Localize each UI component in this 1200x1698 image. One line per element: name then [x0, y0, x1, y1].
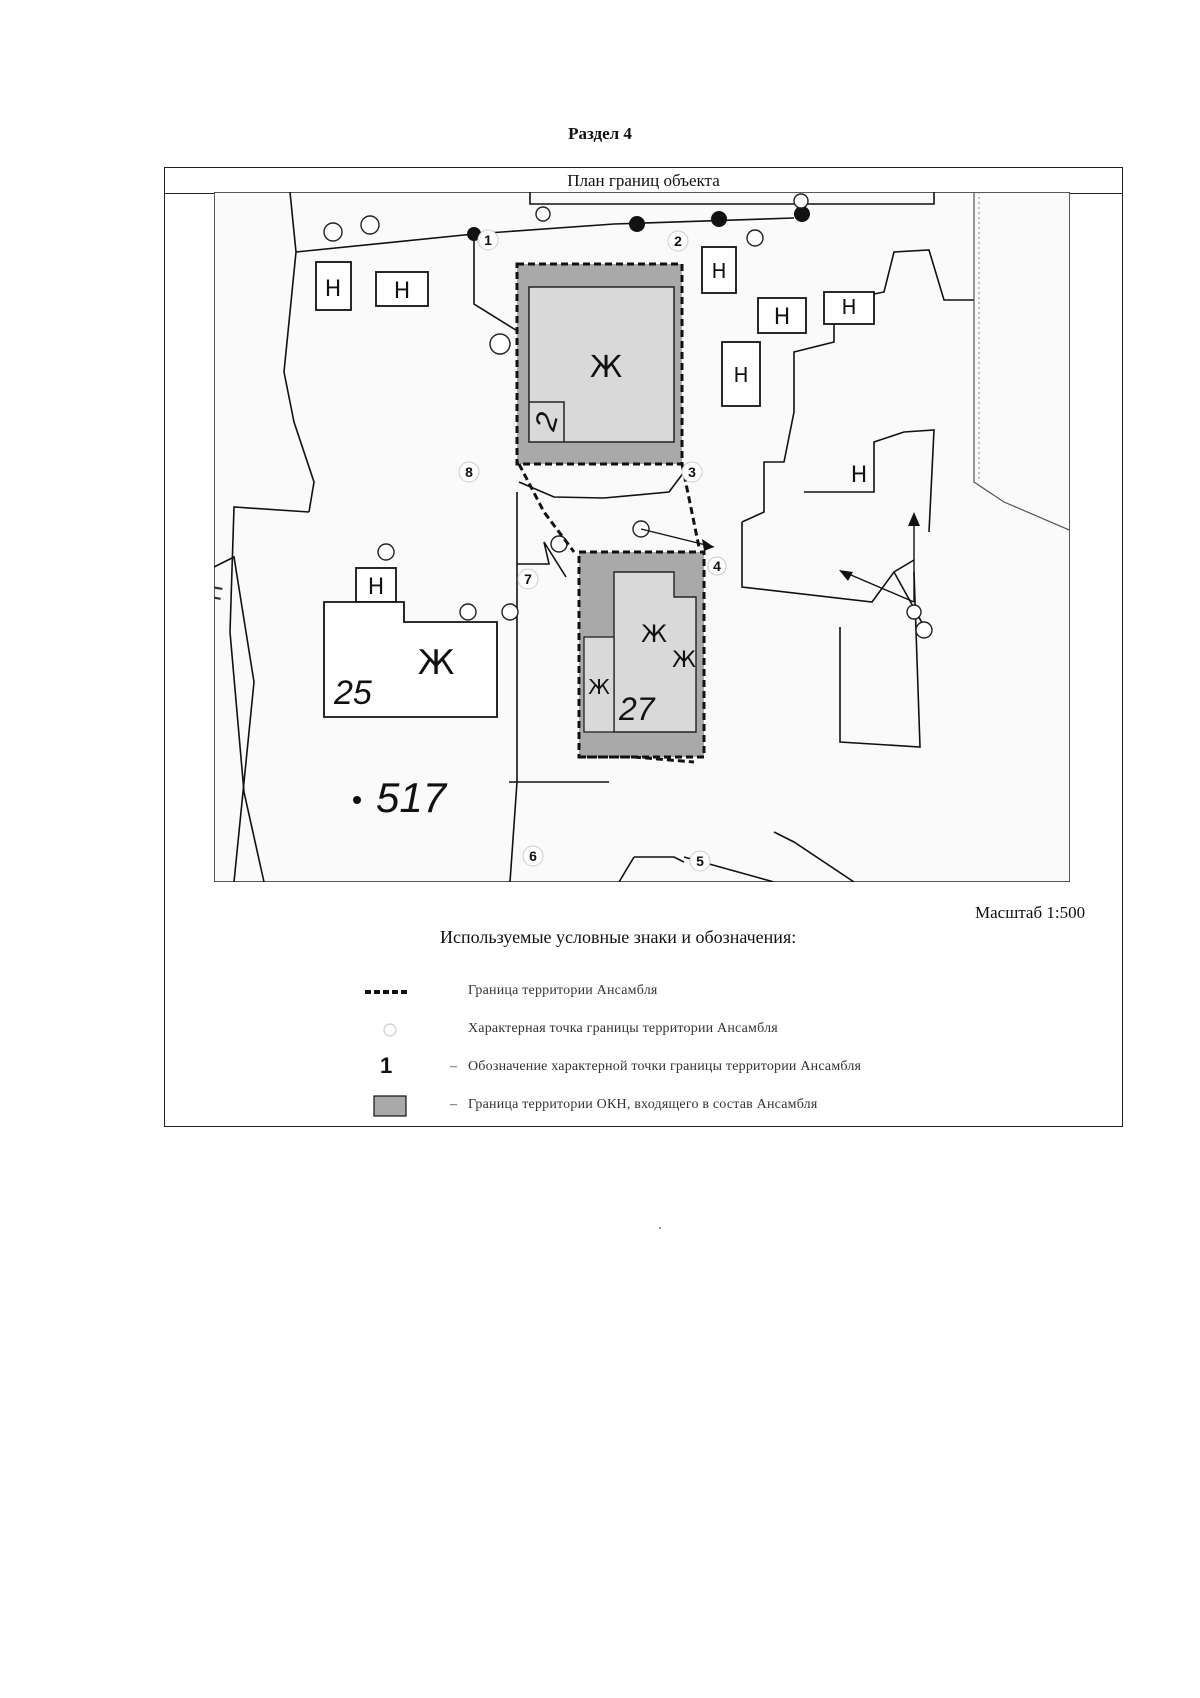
point-8: 8: [465, 464, 473, 480]
point-number-sample: 1: [380, 1053, 393, 1078]
label-n-4: Н: [774, 305, 791, 330]
legend-text-boundary: Граница территории Ансамбля: [468, 983, 658, 998]
label-n-8: Н: [368, 575, 385, 600]
dashed-line-icon: [365, 990, 410, 994]
label-zh-3: Ж: [641, 620, 667, 648]
boundary-plan-map: Н Н Н Н Н Н Н Н Ж Ж Ж Ж Ж 2 25 27 517 П …: [214, 192, 1070, 882]
point-5: 5: [696, 853, 704, 869]
label-n-2: Н: [394, 279, 411, 304]
circle-point-icon: [383, 1023, 397, 1037]
plan-title: План границ объекта: [165, 168, 1122, 194]
house-number-27: 27: [618, 691, 656, 727]
label-zh-4: Ж: [672, 648, 696, 673]
point-1: 1: [484, 232, 492, 248]
point-2: 2: [674, 233, 682, 249]
legend-text-okn: Граница территории ОКН, входящего в сост…: [468, 1097, 818, 1112]
legend-dash-3: –: [450, 1059, 457, 1074]
building-labels: Н Н Н Н Н Н Н Н Ж Ж Ж Ж Ж: [325, 259, 868, 699]
label-zh-2: Ж: [418, 643, 455, 683]
scan-speck: [659, 1227, 661, 1229]
fragment-label: П: [214, 582, 229, 603]
arrow-heads: [702, 512, 920, 581]
section-title: Раздел 4: [568, 124, 632, 143]
label-n-7: Н: [851, 463, 868, 488]
block-number: 517: [376, 774, 448, 821]
scale-label: Масштаб 1:500: [975, 903, 1086, 922]
okn-territory-house-2: [515, 262, 684, 466]
arrow-lines: [640, 517, 915, 603]
house-number-25: 25: [333, 674, 372, 712]
parcel-lines: [214, 192, 974, 882]
buildings: [315, 246, 875, 718]
boundary-point-labels: 1 2 3 4 5 6 7 8: [458, 229, 727, 872]
grey-rectangle-icon: [373, 1095, 407, 1117]
survey-markers: [467, 206, 810, 241]
label-n-6: Н: [841, 295, 856, 319]
label-n-5: Н: [733, 363, 748, 387]
legend-text-point: Характерная точка границы территории Анс…: [468, 1021, 778, 1036]
label-zh-1: Ж: [590, 350, 622, 385]
legend-text-point-number: Обозначение характерной точки границы те…: [468, 1059, 862, 1074]
point-7: 7: [524, 571, 532, 587]
tree-symbols: [323, 193, 933, 639]
label-zh-5: Ж: [588, 675, 610, 699]
point-4: 4: [713, 558, 721, 574]
okn-territory-house-27: [577, 550, 706, 759]
point-3: 3: [688, 464, 696, 480]
legend-title: Используемые условные знаки и обозначени…: [440, 927, 797, 947]
label-n-1: Н: [325, 277, 342, 302]
label-n-3: Н: [711, 259, 726, 283]
legend-dash-4: –: [450, 1097, 457, 1112]
point-6: 6: [529, 848, 537, 864]
